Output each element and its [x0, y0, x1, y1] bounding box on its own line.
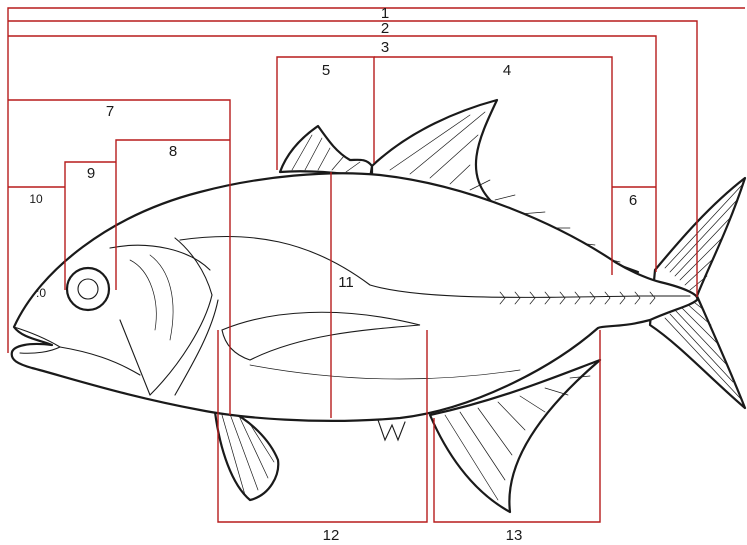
eye-outer	[67, 268, 109, 310]
label-5: 5	[322, 62, 330, 79]
label-9: 9	[87, 165, 95, 182]
label-8: 8	[169, 143, 177, 160]
fish-illustration: :0	[12, 100, 745, 512]
label-6: 6	[629, 192, 637, 209]
nostril-mark: :0	[36, 286, 46, 300]
label-10: 10	[29, 192, 43, 206]
label-11: 11	[338, 274, 354, 291]
label-4: 4	[503, 62, 511, 79]
first-dorsal-fin	[280, 126, 372, 178]
label-13: 13	[506, 527, 523, 544]
label-2: 2	[381, 20, 389, 37]
label-12: 12	[323, 527, 340, 544]
label-7: 7	[106, 103, 114, 120]
anal-spines	[378, 420, 405, 440]
label-3: 3	[381, 39, 389, 56]
